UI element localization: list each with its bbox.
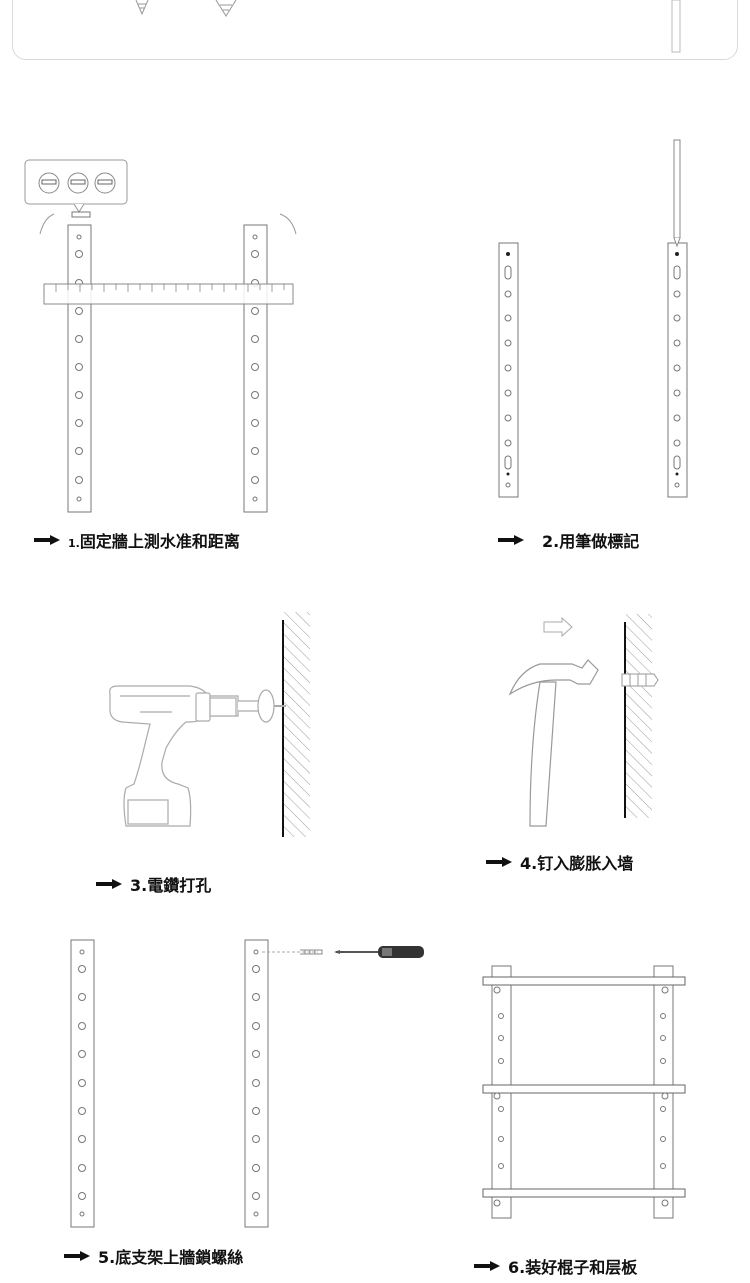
hammer-icon (508, 659, 599, 827)
step-2-number: 2. (542, 532, 560, 551)
step-1-caption: 1.固定牆上測水准和距离 (34, 528, 240, 552)
step-5-caption: 5.底支架上牆鎖螺絲 (64, 1244, 243, 1268)
bracket-marked-left (498, 242, 519, 498)
wall-anchor-icon (621, 673, 659, 687)
step-3-number: 3. (130, 876, 148, 895)
bracket-mounted-left (70, 939, 95, 1228)
wall-hatch-2 (624, 614, 652, 818)
arrow-right-icon (64, 1251, 90, 1261)
step-2-label: 用筆做標記 (559, 532, 640, 551)
level-bubble-callout (24, 159, 128, 218)
bracket-marked-right (667, 242, 688, 498)
step-6-caption: 6.装好棍子和层板 (474, 1254, 637, 1278)
step-4-label: 钉入膨胀入墙 (537, 854, 634, 873)
arrow-right-icon (474, 1261, 500, 1271)
ruler-icon (43, 283, 294, 305)
step-3-caption: 3.電鑽打孔 (96, 872, 211, 896)
anchor-icon (215, 0, 237, 17)
bracket-mounted-right (244, 939, 269, 1228)
previous-section-card (12, 0, 738, 60)
rod-icon (671, 0, 681, 53)
arrow-right-icon (34, 535, 60, 545)
step-2-caption: 2.用筆做標記 (498, 528, 639, 552)
screw-icon (135, 0, 149, 16)
wall-hatch (282, 612, 310, 837)
bracket-right (243, 224, 268, 513)
step-4-caption: 4.钉入膨胀入墙 (486, 850, 633, 874)
step-1-number: 1. (68, 537, 80, 550)
drill-icon (109, 685, 286, 827)
arrow-right-icon (486, 857, 512, 867)
shelf-icon (482, 965, 686, 1219)
screwdriver-icon (334, 946, 424, 958)
pencil-icon (673, 139, 681, 248)
step-5-label: 底支架上牆鎖螺絲 (115, 1248, 244, 1267)
screw-icon-2 (300, 949, 323, 955)
step-3-label: 電鑽打孔 (147, 876, 212, 895)
arrow-right-icon (96, 879, 122, 889)
rotate-arrow-right-icon (279, 213, 297, 235)
rotate-arrow-left-icon (39, 213, 55, 235)
step-6-number: 6. (508, 1258, 526, 1277)
bracket-left (67, 224, 92, 513)
step-4-number: 4. (520, 854, 538, 873)
step-1-label: 固定牆上測水准和距离 (79, 532, 240, 551)
arrow-right-icon (498, 535, 524, 545)
step-6-label: 装好棍子和层板 (525, 1258, 638, 1277)
step-5-number: 5. (98, 1248, 116, 1267)
push-arrow-icon (543, 616, 573, 638)
